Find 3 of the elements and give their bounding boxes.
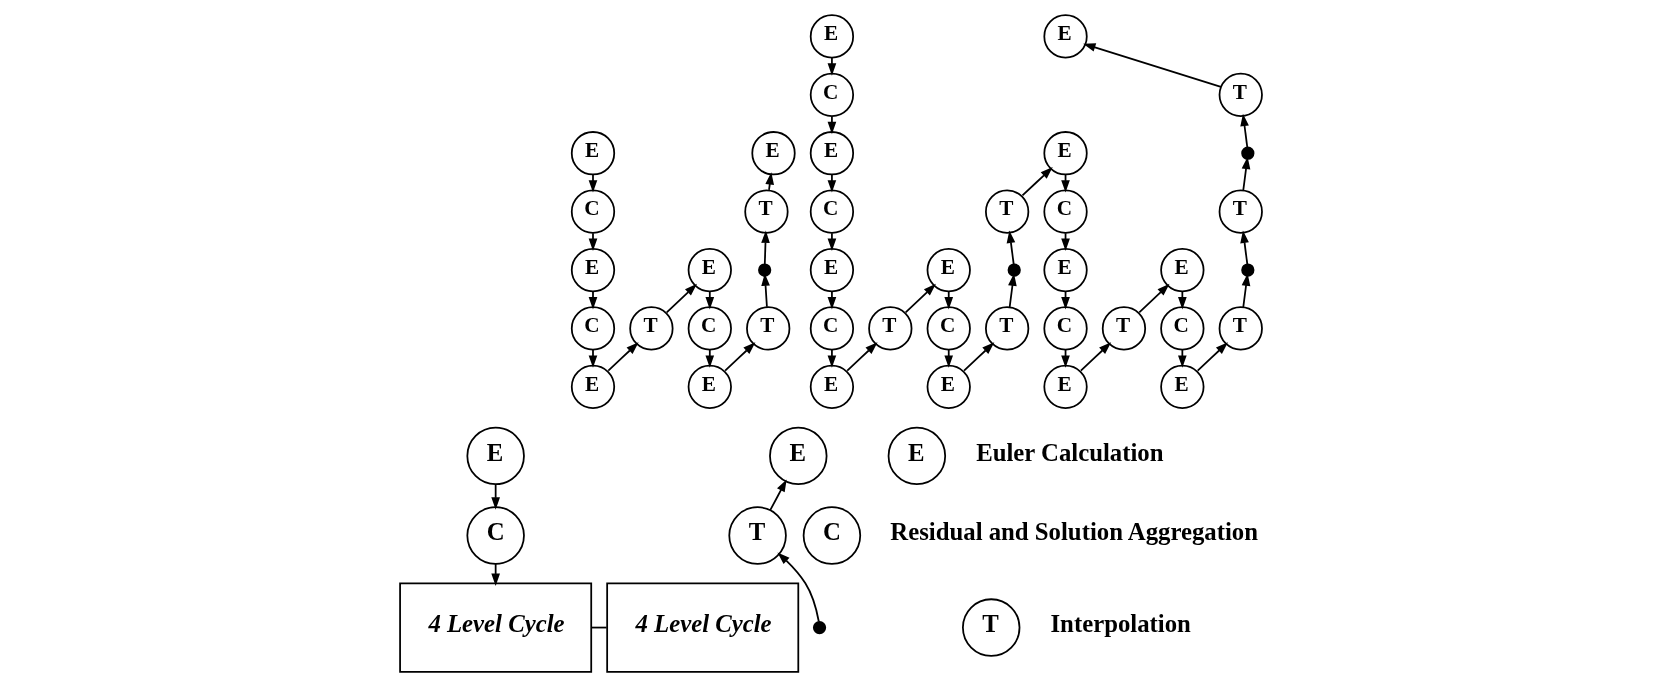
node-label: Residual and Solution Aggregation — [889, 518, 1258, 546]
node-label: Interpolation — [1050, 610, 1191, 638]
node-label: Euler Calculation — [975, 438, 1164, 466]
